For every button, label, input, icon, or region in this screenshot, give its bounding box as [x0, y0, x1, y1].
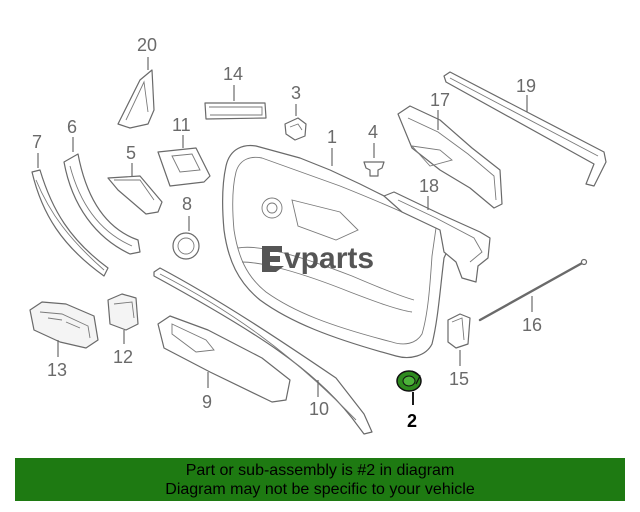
evparts-logo: vparts [262, 242, 374, 275]
banner-line-1: Part or sub-assembly is #2 in diagram [185, 461, 455, 479]
callout-3: 3 [291, 83, 301, 103]
part-8-speaker-ring [172, 232, 200, 260]
callout-17: 17 [430, 90, 450, 110]
part-17-upper-trim [397, 105, 503, 209]
callout-4: 4 [368, 122, 378, 142]
part-11-switch-panel [157, 147, 211, 187]
part-14-cover [204, 102, 267, 120]
callout-19: 19 [516, 76, 536, 96]
logo-text: vparts [284, 242, 374, 275]
part-1-door-panel [222, 144, 457, 359]
callout-8: 8 [182, 194, 192, 214]
part-4-clip [363, 161, 385, 177]
logo-e-mark [262, 246, 284, 272]
part-9-armrest [157, 315, 291, 403]
callout-12: 12 [113, 347, 133, 367]
part-6-trim-strip [63, 153, 141, 255]
callout-14: 14 [223, 64, 243, 84]
callout-20: 20 [137, 35, 157, 55]
part-13-switch-block [29, 301, 99, 349]
callout-11: 11 [172, 115, 191, 135]
part-19-seal-strip [443, 71, 607, 187]
part-5-switch [107, 175, 163, 215]
callout-2: 2 [407, 411, 417, 431]
part-12-switch [107, 293, 139, 331]
part-15-connector [447, 313, 471, 349]
callout-7: 7 [32, 132, 42, 152]
part-7-trim-strip [31, 169, 109, 277]
callout-1: 1 [327, 127, 337, 147]
callout-6: 6 [67, 117, 77, 137]
callout-18: 18 [419, 176, 439, 196]
info-banner: Part or sub-assembly is #2 in diagram Di… [15, 458, 625, 501]
callout-16: 16 [522, 315, 542, 335]
callout-9: 9 [202, 392, 212, 412]
part-10-lower-strip [153, 267, 373, 435]
part-3-bracket [284, 117, 307, 141]
callout-10: 10 [309, 399, 329, 419]
banner-line-2: Diagram may not be specific to your vehi… [165, 480, 475, 498]
part-18-carrier [383, 191, 491, 283]
part-20-mirror-trim [117, 69, 155, 129]
callout-15: 15 [449, 369, 469, 389]
part-16-rod [478, 258, 588, 322]
callout-5: 5 [126, 143, 136, 163]
callout-13: 13 [47, 360, 67, 380]
part-2-clip-highlighted [396, 370, 422, 392]
